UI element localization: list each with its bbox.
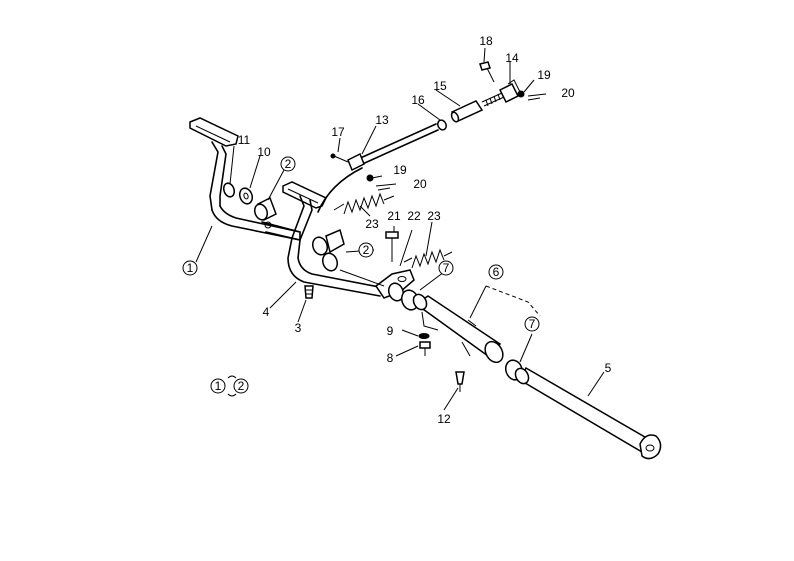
callout-7b: 7 bbox=[529, 317, 536, 331]
legend-label-2: 2 bbox=[238, 379, 245, 393]
cable-rod-assembly bbox=[317, 61, 547, 213]
label-15: 15 bbox=[433, 79, 447, 93]
label-13: 13 bbox=[375, 113, 389, 127]
callout-circle-2a bbox=[280, 156, 296, 172]
label-22: 22 bbox=[407, 209, 421, 223]
label-19-mid: 19 bbox=[393, 163, 407, 177]
callout-circle-1 bbox=[182, 260, 198, 276]
label-19-top: 19 bbox=[537, 68, 551, 82]
spring-lower bbox=[403, 248, 453, 269]
label-23-upper: 23 bbox=[365, 217, 379, 231]
brake-pedal-lever bbox=[189, 117, 301, 241]
label-5: 5 bbox=[605, 361, 612, 375]
label-3: 3 bbox=[295, 321, 302, 335]
bushings bbox=[222, 182, 524, 381]
label-16: 16 bbox=[411, 93, 425, 107]
callout-circle-7b bbox=[524, 316, 540, 332]
fasteners bbox=[304, 285, 465, 392]
label-9: 9 bbox=[387, 324, 394, 338]
legend-circle-1 bbox=[210, 378, 226, 394]
callout-circle-6 bbox=[488, 264, 504, 280]
label-12: 12 bbox=[437, 412, 451, 426]
callout-2a: 2 bbox=[285, 157, 292, 171]
label-20-mid: 20 bbox=[413, 177, 427, 191]
callout-6: 6 bbox=[493, 265, 500, 279]
callout-2b: 2 bbox=[363, 243, 370, 257]
label-4: 4 bbox=[263, 305, 270, 319]
label-23-lower: 23 bbox=[427, 209, 441, 223]
pivot-tube bbox=[412, 285, 541, 364]
callout-1: 1 bbox=[187, 261, 194, 275]
label-21: 21 bbox=[387, 209, 401, 223]
callout-7a: 7 bbox=[443, 261, 450, 275]
label-10: 10 bbox=[257, 145, 271, 159]
legend: 1 2 bbox=[210, 375, 249, 397]
legend-circle-2 bbox=[233, 378, 249, 394]
spring-upper bbox=[333, 192, 395, 215]
label-14: 14 bbox=[505, 51, 519, 65]
leader-lines bbox=[195, 47, 605, 411]
label-8: 8 bbox=[387, 351, 394, 365]
shift-lever bbox=[282, 181, 415, 299]
label-17: 17 bbox=[331, 125, 345, 139]
callout-circle-7a bbox=[438, 260, 454, 276]
legend-label-1: 1 bbox=[215, 379, 222, 393]
label-11: 11 bbox=[238, 133, 251, 147]
stand-leg bbox=[514, 366, 662, 460]
callout-circle-2b bbox=[358, 242, 374, 258]
label-18: 18 bbox=[479, 34, 493, 48]
label-20-top: 20 bbox=[561, 86, 575, 100]
